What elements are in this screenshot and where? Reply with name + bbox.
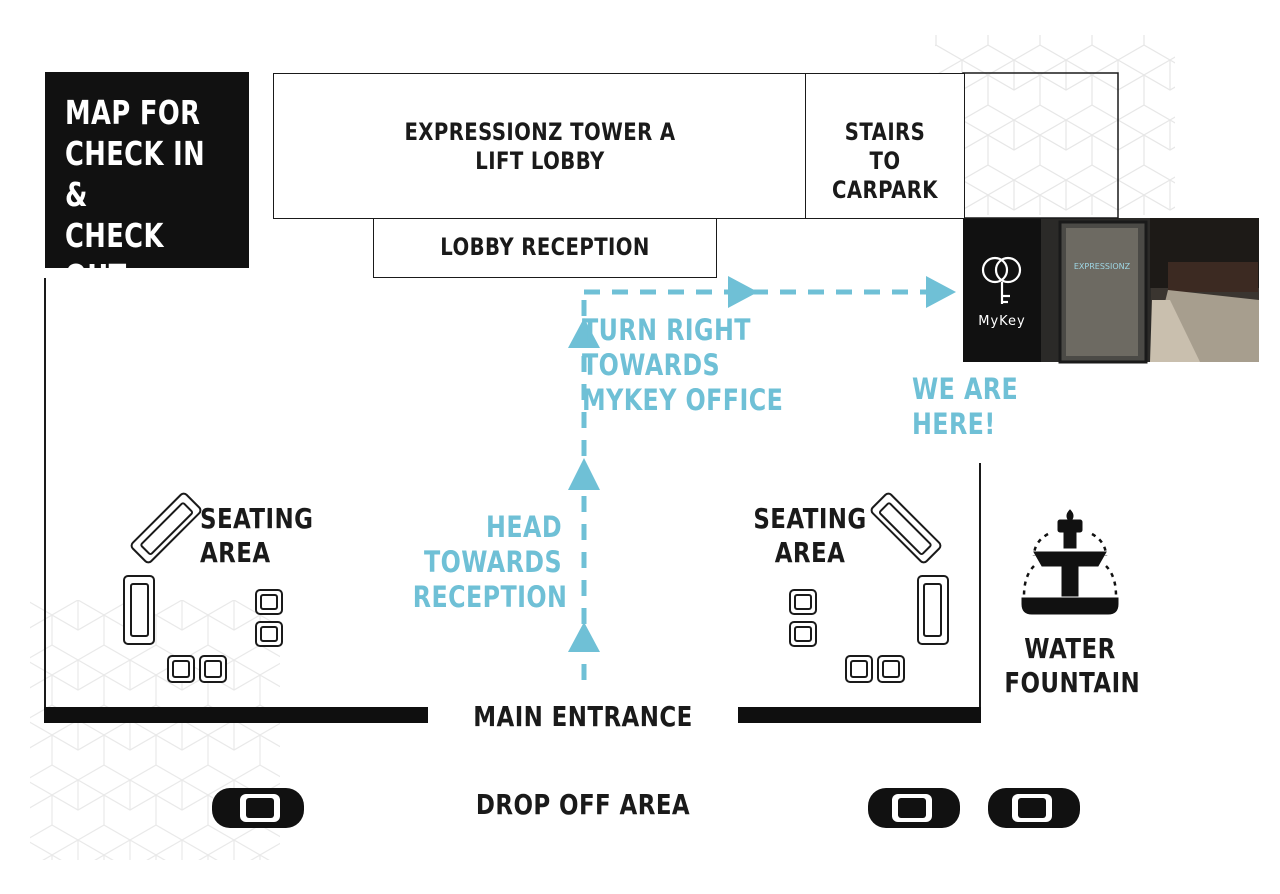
reception-label: LOBBY RECEPTION bbox=[440, 233, 650, 261]
sofa-icon bbox=[130, 492, 202, 564]
seating-area-left-label: SEATING AREA bbox=[200, 502, 314, 569]
stairs-room: STAIRS TO CARPARK bbox=[805, 73, 965, 219]
stairs-label: STAIRS TO CARPARK bbox=[832, 118, 938, 204]
entrance-wall-right bbox=[738, 707, 981, 723]
armchair-icon bbox=[789, 589, 817, 615]
door-sign: EXPRESSIONZ bbox=[1073, 262, 1131, 271]
we-are-here-label: WE ARE HERE! bbox=[912, 372, 1019, 441]
mykey-brand: MyKey bbox=[978, 314, 1026, 329]
arrow-icon bbox=[568, 458, 600, 490]
water-fountain-label: WATER FOUNTAIN bbox=[1004, 632, 1141, 699]
arrow-icon bbox=[728, 276, 758, 308]
map-title-block: MAP FOR CHECK IN & CHECK OUT PROCESS bbox=[45, 72, 249, 337]
lift-lobby-room: EXPRESSIONZ TOWER A LIFT LOBBY bbox=[273, 73, 807, 219]
arrow-icon bbox=[568, 622, 600, 652]
arrow-icon bbox=[926, 276, 956, 308]
seating-area-right-label: SEATING AREA bbox=[753, 502, 867, 569]
car-icon bbox=[212, 788, 304, 828]
cube-pattern-top-right bbox=[935, 35, 1175, 215]
armchair-icon bbox=[845, 655, 873, 683]
seating-left-furniture bbox=[123, 492, 283, 683]
armchair-icon bbox=[255, 589, 283, 615]
main-entrance-label: MAIN ENTRANCE bbox=[473, 700, 693, 733]
sofa-icon bbox=[123, 575, 155, 645]
armchair-icon bbox=[255, 621, 283, 647]
arrow-icon bbox=[568, 318, 600, 348]
lift-lobby-label: EXPRESSIONZ TOWER A LIFT LOBBY bbox=[404, 118, 676, 175]
armchair-icon bbox=[167, 655, 195, 683]
fountain-icon bbox=[1021, 509, 1119, 615]
car-icon bbox=[868, 788, 960, 828]
turn-right-instruction: TURN RIGHT TOWARDS MYKEY OFFICE bbox=[582, 313, 784, 417]
seating-right-furniture bbox=[789, 492, 949, 683]
mykey-office-photo bbox=[1041, 218, 1259, 364]
car-icon bbox=[988, 788, 1080, 828]
armchair-icon bbox=[199, 655, 227, 683]
head-towards-reception: HEAD TOWARDS RECEPTION bbox=[412, 510, 568, 614]
reception-room: LOBBY RECEPTION bbox=[373, 218, 717, 278]
armchair-icon bbox=[877, 655, 905, 683]
drop-off-area-label: DROP OFF AREA bbox=[475, 788, 691, 821]
armchair-icon bbox=[789, 621, 817, 647]
mykey-logo-icon bbox=[981, 256, 1022, 304]
route-path bbox=[581, 289, 945, 680]
sofa-icon bbox=[917, 575, 949, 645]
sofa-icon bbox=[870, 492, 942, 564]
entrance-wall-left bbox=[44, 707, 428, 723]
route-arrows bbox=[568, 276, 956, 652]
map-title: MAP FOR CHECK IN & CHECK OUT PROCESS bbox=[65, 93, 206, 337]
